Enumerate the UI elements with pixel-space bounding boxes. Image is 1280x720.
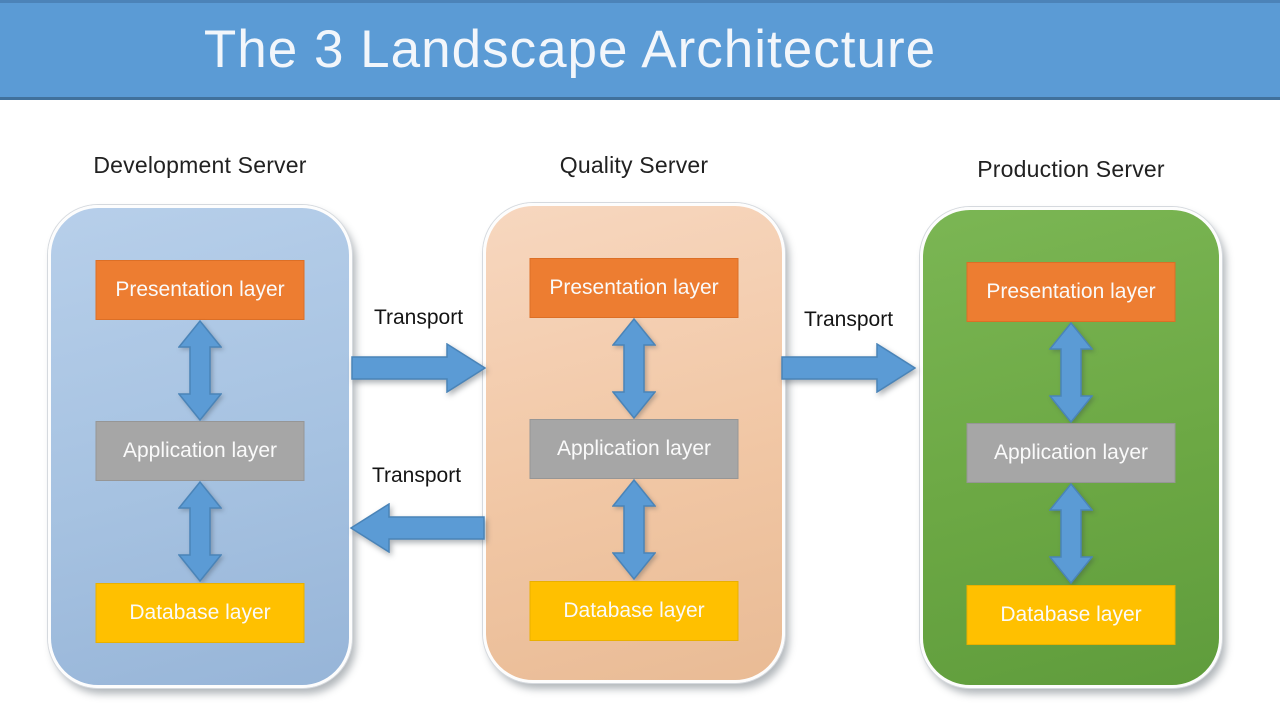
transport-label-quality-to-production: Transport (803, 308, 894, 331)
development-application-database-double-arrow (178, 481, 222, 582)
quality-presentation-application-double-arrow (612, 318, 656, 419)
quality-application-database-double-arrow (612, 479, 656, 580)
development-database-layer-box: Database layer (95, 583, 305, 643)
production-presentation-layer-box: Presentation layer (966, 262, 1176, 322)
quality-presentation-layer-box: Presentation layer (529, 258, 739, 318)
server-title-development: Development Server (93, 152, 307, 178)
transport-label-quality-to-dev: Transport (371, 464, 462, 487)
server-container-quality: Presentation layer Application layer Dat… (483, 203, 785, 683)
page-title: The 3 Landscape Architecture (203, 20, 937, 79)
server-container-development: Presentation layer Application layer Dat… (48, 205, 352, 688)
development-presentation-application-double-arrow (178, 320, 222, 421)
server-title-production: Production Server (977, 156, 1165, 182)
header-bar: The 3 Landscape Architecture (0, 0, 1280, 100)
production-presentation-application-double-arrow (1049, 322, 1093, 423)
transport-arrow-quality-to-production (781, 343, 916, 393)
production-application-layer-box: Application layer (966, 423, 1176, 483)
production-database-layer-box: Database layer (966, 585, 1176, 645)
server-title-quality: Quality Server (559, 152, 709, 178)
quality-database-layer-box: Database layer (529, 581, 739, 641)
quality-application-layer-box: Application layer (529, 419, 739, 479)
production-application-database-double-arrow (1049, 483, 1093, 584)
transport-arrow-dev-to-quality (351, 343, 486, 393)
transport-arrow-quality-to-dev (349, 503, 485, 553)
development-application-layer-box: Application layer (95, 421, 305, 481)
server-container-production: Presentation layer Application layer Dat… (920, 207, 1222, 688)
transport-label-dev-to-quality: Transport (373, 306, 464, 329)
development-presentation-layer-box: Presentation layer (95, 260, 305, 320)
